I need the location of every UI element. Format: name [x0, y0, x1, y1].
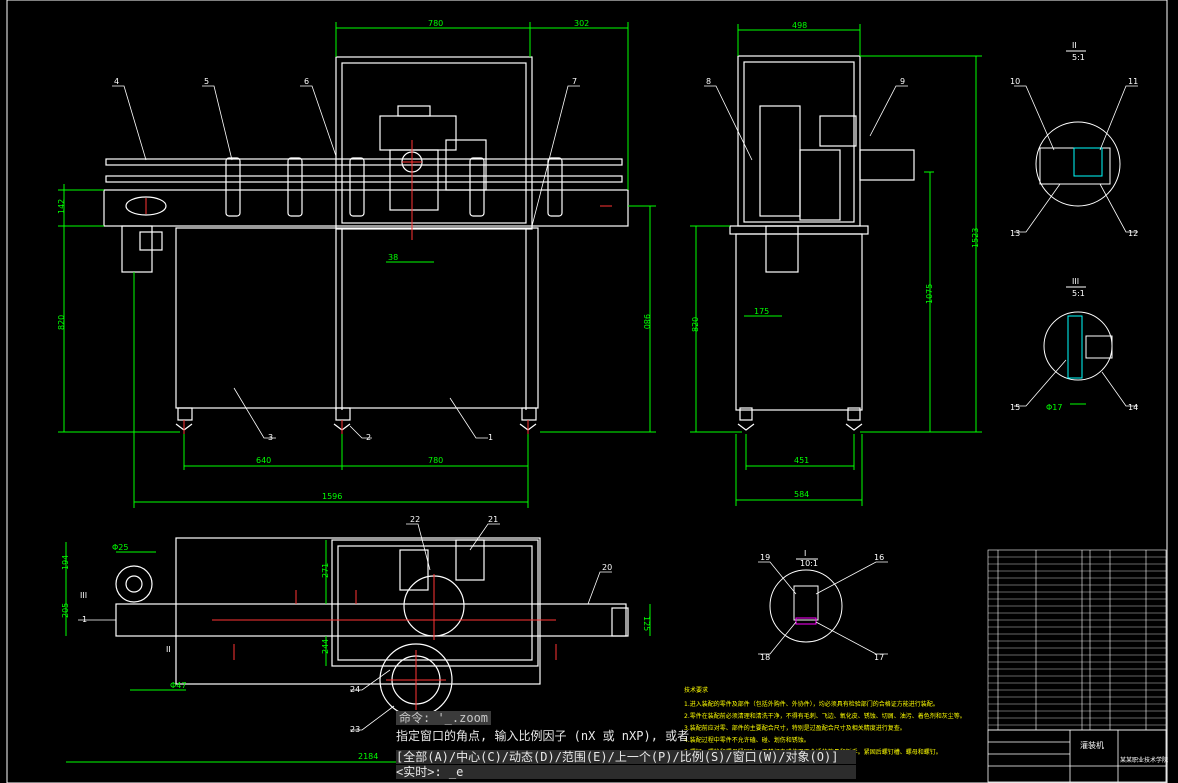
dim-plan-194: 194: [61, 555, 70, 570]
detail-iii-shaft: [1067, 315, 1083, 379]
part-label-24: 24: [350, 685, 360, 694]
dim-side-bottom-outer: 584: [794, 490, 809, 499]
plan-leaders: [78, 523, 612, 731]
part-label-4: 4: [114, 77, 119, 86]
front-view: [103, 56, 629, 431]
part-label-18: 18: [760, 653, 770, 662]
title-block-company: 某某职业技术学院: [1120, 756, 1168, 764]
dim-front-38: 38: [388, 253, 398, 262]
front-centerlines: [145, 140, 612, 434]
detail-iii-block: [1085, 335, 1113, 359]
tech-notes: 技术要求 1.进入装配的零件及部件（包括外购件、外协件），均必须具有检验部门的合…: [684, 686, 966, 756]
part-label-17: 17: [874, 653, 884, 662]
command-input[interactable]: <实时>: _e: [396, 765, 856, 779]
detail-i-seal: [795, 617, 817, 625]
tech-note-1: 1.进入装配的零件及部件（包括外购件、外协件），均必须具有检验部门的合格证方能进…: [684, 700, 939, 708]
part-label-20: 20: [602, 563, 612, 572]
dim-side-bottom-inner: 451: [794, 456, 809, 465]
part-label-7: 7: [572, 77, 577, 86]
command-history: 命令: '_.zoom: [396, 711, 492, 725]
dim-plan-dia25: Φ25: [112, 543, 128, 552]
bom-table: [987, 549, 1167, 731]
detail-iii-leaders: [1014, 359, 1138, 407]
part-label-12: 12: [1128, 229, 1138, 238]
part-label-9: 9: [900, 77, 905, 86]
detail-iii-title: III: [1072, 277, 1079, 286]
tech-notes-title: 技术要求: [684, 686, 708, 694]
dim-plan-205: 205: [61, 603, 70, 618]
part-label-16: 16: [874, 553, 884, 562]
tech-note-3: 3.装配前应对零、部件的主要配合尺寸，特别是过盈配合尺寸及相关精度进行复查。: [684, 724, 906, 732]
plan-section-ii: II: [166, 645, 171, 654]
plan-view: [115, 537, 629, 717]
detail-ii-scale: 5:1: [1072, 53, 1085, 62]
part-label-1: 1: [488, 433, 493, 442]
dim-plan-271: 271: [321, 563, 330, 578]
part-label-22: 22: [410, 515, 420, 524]
dim-plan-dia47: Φ47: [170, 681, 186, 690]
dim-side-175: 175: [754, 307, 769, 316]
dim-side-left-height: 820: [691, 317, 700, 332]
dim-front-bottom-right: 780: [428, 456, 443, 465]
plan-centerlines: [212, 574, 557, 710]
part-label-13: 13: [1010, 229, 1020, 238]
detail-i-body: [793, 585, 819, 621]
side-dimensions: [690, 24, 982, 506]
dim-front-leg-height: 820: [57, 315, 66, 330]
tech-note-2: 2.零件在装配前必须清理和清洗干净，不得有毛刺、飞边、氧化皮、锈蚀、切屑、油污、…: [684, 712, 966, 720]
part-label-8: 8: [706, 77, 711, 86]
plan-section-iii: III: [80, 591, 87, 600]
front-leaders: [112, 85, 580, 439]
side-leaders: [704, 85, 908, 161]
dim-front-left-height: 142: [57, 199, 66, 214]
detail-ii-title: II: [1072, 41, 1077, 50]
dim-plan-2184: 2184: [358, 752, 378, 761]
command-prompt: 指定窗口的角点, 输入比例因子 (nX 或 nXP), 或者: [396, 729, 690, 743]
detail-iii-circle: [1043, 311, 1113, 381]
part-label-2: 2: [366, 433, 371, 442]
detail-ii-circle: [1035, 121, 1121, 207]
detail-i-leaders: [758, 561, 888, 655]
part-label-23: 23: [350, 725, 360, 734]
detail-ii-hatch: [1073, 147, 1103, 177]
detail-iii-scale: 5:1: [1072, 289, 1085, 298]
dim-front-right-height: 980: [642, 314, 651, 329]
dim-detail-dia: Φ17: [1046, 403, 1062, 412]
detail-i-scale: 10:1: [800, 559, 818, 568]
dim-plan-244: 244: [321, 639, 330, 654]
drawing-border: [6, 0, 1168, 783]
dim-front-total: 1596: [322, 492, 342, 501]
detail-ii-leaders: [1014, 85, 1138, 233]
part-label-15: 15: [1010, 403, 1020, 412]
dim-side-top: 498: [792, 21, 807, 30]
title-block-name: 灌装机: [1080, 740, 1104, 750]
part-label-10: 10: [1010, 77, 1020, 86]
part-label-11: 11: [1128, 77, 1138, 86]
part-label-19: 19: [760, 553, 770, 562]
part-label-21: 21: [488, 515, 498, 524]
bom-rows: [988, 556, 1166, 726]
detail-i-title: I: [804, 549, 806, 558]
dim-front-bottom-left: 640: [256, 456, 271, 465]
dim-front-top-right: 302: [574, 19, 589, 28]
command-options[interactable]: [全部(A)/中心(C)/动态(D)/范围(E)/上一个(P)/比例(S)/窗口…: [396, 750, 856, 764]
side-view: [729, 55, 915, 431]
detail-i-circle: [769, 569, 843, 643]
title-block: [987, 729, 1167, 783]
part-label-6: 6: [304, 77, 309, 86]
dim-side-total-height: 1523: [971, 228, 980, 248]
tech-note-4: 4.装配过程中零件不允许磕、碰、划伤和锈蚀。: [684, 736, 810, 744]
dim-side-mid-height: 1075: [925, 284, 934, 304]
part-label-3: 3: [268, 433, 273, 442]
front-dimensions: [58, 22, 656, 508]
part-label-5: 5: [204, 77, 209, 86]
dim-front-top-left: 780: [428, 19, 443, 28]
part-label-1-plan: 1: [82, 615, 87, 624]
part-label-14: 14: [1128, 403, 1138, 412]
dim-plan-125: 125: [642, 616, 651, 631]
detail-ii-body: [1039, 147, 1111, 185]
